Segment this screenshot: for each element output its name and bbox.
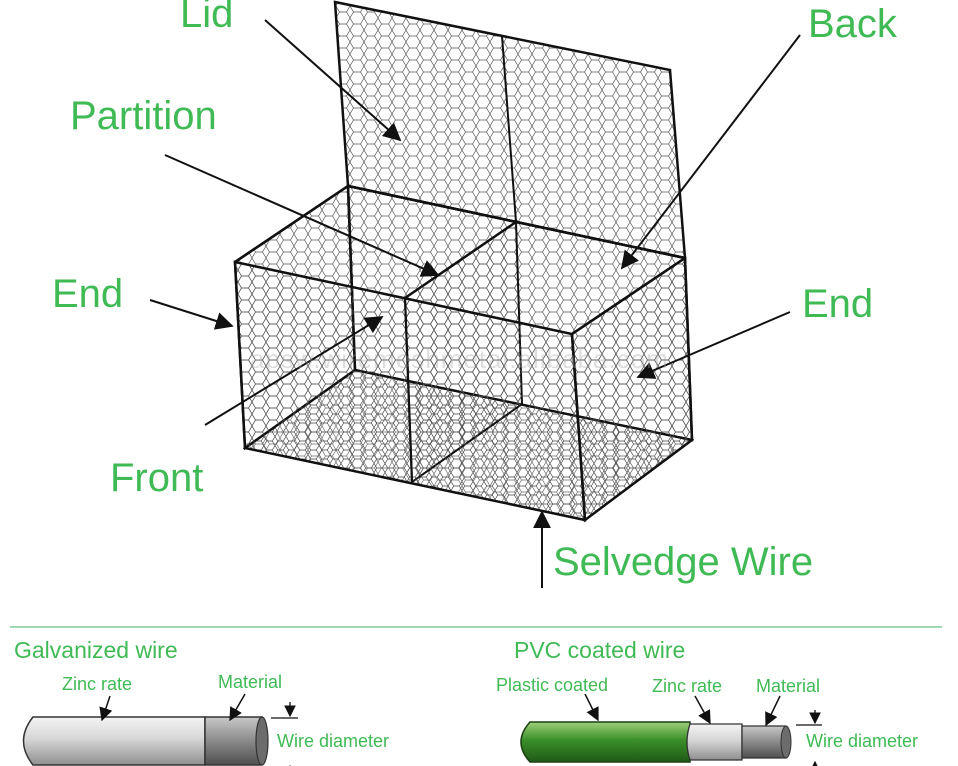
- pvc-zinc-rate-label: Zinc rate: [652, 676, 723, 696]
- galvanized-material-label: Material: [218, 672, 283, 692]
- lid-label: Lid: [180, 0, 234, 36]
- end-right-label: End: [802, 282, 874, 326]
- front-label: Front: [110, 456, 204, 500]
- partition-label: Partition: [70, 94, 217, 138]
- lid-arrow: [264, 19, 402, 142]
- end-left-label: End: [52, 272, 124, 316]
- end-left-arrow: [149, 299, 234, 330]
- pvc-plastic-coated-label: Plastic coated: [496, 675, 609, 695]
- pvc-wire-title: PVC coated wire: [514, 637, 686, 663]
- end-right-arrow: [636, 311, 791, 379]
- selvedge-wire-label: Selvedge Wire: [553, 540, 814, 584]
- back-arrow: [620, 34, 801, 270]
- watermark: apsw.wiremeshmetal.alibaba.com: [250, 344, 669, 374]
- pvc-material-label: Material: [756, 676, 821, 696]
- front-arrow: [204, 316, 384, 426]
- galvanized-wire-diameter-label: Wire diameter: [277, 731, 390, 751]
- top-edges: [234, 184, 686, 336]
- section-divider: [10, 626, 942, 628]
- pvc-wire-illustration: [520, 693, 822, 766]
- pvc-wire-diameter-label: Wire diameter: [806, 731, 919, 751]
- pointer-arrows: [149, 19, 801, 588]
- galvanized-wire-title: Galvanized wire: [14, 637, 178, 663]
- back-label: Back: [808, 2, 897, 46]
- partition-arrow: [164, 154, 440, 277]
- galvanized-wire-illustration: [22, 693, 298, 766]
- galvanized-zinc-rate-label: Zinc rate: [62, 674, 133, 694]
